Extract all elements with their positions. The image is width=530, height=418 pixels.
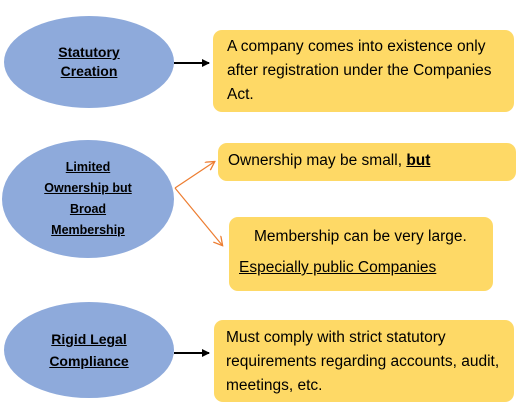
statutory-creation-label: Statutory Creation <box>58 44 120 79</box>
ownership-emphasis: but <box>406 152 431 169</box>
rigid-compliance-description: Must comply with strict statutory requir… <box>226 329 500 394</box>
statutory-creation-description: A company comes into existence only afte… <box>227 38 492 103</box>
ownership-box: Ownership may be small, but <box>218 143 516 181</box>
rigid-compliance-node: Rigid Legal Compliance <box>4 302 174 398</box>
rigid-compliance-box: Must comply with strict statutory requir… <box>214 320 514 402</box>
ownership-statement: Ownership may be small, but <box>228 149 506 173</box>
membership-note: Especially public Companies <box>239 259 437 276</box>
rigid-compliance-label: Rigid Legal Compliance <box>49 331 129 369</box>
ownership-text: Ownership may be small, <box>228 152 407 169</box>
arrow-membership <box>174 187 222 245</box>
statutory-creation-box: A company comes into existence only afte… <box>213 30 514 112</box>
arrow-ownership <box>174 162 214 189</box>
membership-box: Membership can be very large. Especially… <box>229 217 493 291</box>
limited-ownership-label: Limited Ownership but Broad Membership <box>44 160 132 237</box>
limited-ownership-node: Limited Ownership but Broad Membership <box>2 140 174 258</box>
statutory-creation-node: Statutory Creation <box>4 16 174 108</box>
membership-statement: Membership can be very large. <box>254 228 467 245</box>
